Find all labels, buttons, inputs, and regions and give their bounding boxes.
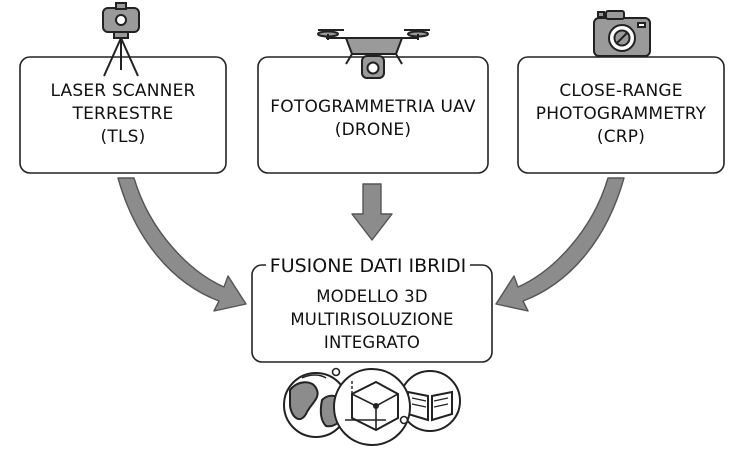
3d-cube-icon	[333, 368, 411, 446]
arrow-uav-to-fusion	[351, 183, 393, 241]
uav-line-2: (DRONE)	[334, 120, 412, 140]
tls-line-3: (TLS)	[100, 127, 146, 147]
camera-icon	[593, 10, 651, 57]
tripod-scanner-icon	[102, 2, 140, 77]
tls-line-1: LASER SCANNER	[50, 81, 196, 101]
model-line-2: MULTIRISOLUZIONE	[290, 310, 454, 329]
crp-line-2: PHOTOGRAMMETRY	[535, 104, 707, 124]
node-dot-right	[399, 415, 409, 425]
fusion-model-label: MODELLO 3D MULTIRISOLUZIONE INTEGRATO	[252, 285, 492, 354]
fusion-title-gap	[266, 258, 470, 272]
source-label-crp: CLOSE-RANGE PHOTOGRAMMETRY (CRP)	[518, 80, 724, 149]
open-book-icon	[399, 370, 461, 432]
model-line-1: MODELLO 3D	[316, 287, 428, 306]
tls-line-2: TERRESTRE	[72, 104, 174, 124]
box-tls	[19, 56, 227, 174]
fusion-title: FUSIONE DATI IBRIDI	[269, 255, 467, 277]
crp-line-1: CLOSE-RANGE	[559, 81, 683, 101]
arrow-tls-to-fusion	[117, 177, 247, 312]
arrow-crp-to-fusion	[495, 177, 625, 312]
node-dot-left	[331, 367, 341, 377]
drone-icon	[317, 29, 430, 79]
uav-line-1: FOTOGRAMMETRIA UAV	[270, 97, 476, 117]
crp-line-3: (CRP)	[596, 127, 646, 147]
source-label-tls: LASER SCANNER TERRESTRE (TLS)	[20, 80, 226, 149]
model-line-3: INTEGRATO	[323, 333, 421, 352]
source-label-uav: FOTOGRAMMETRIA UAV (DRONE)	[258, 96, 488, 142]
